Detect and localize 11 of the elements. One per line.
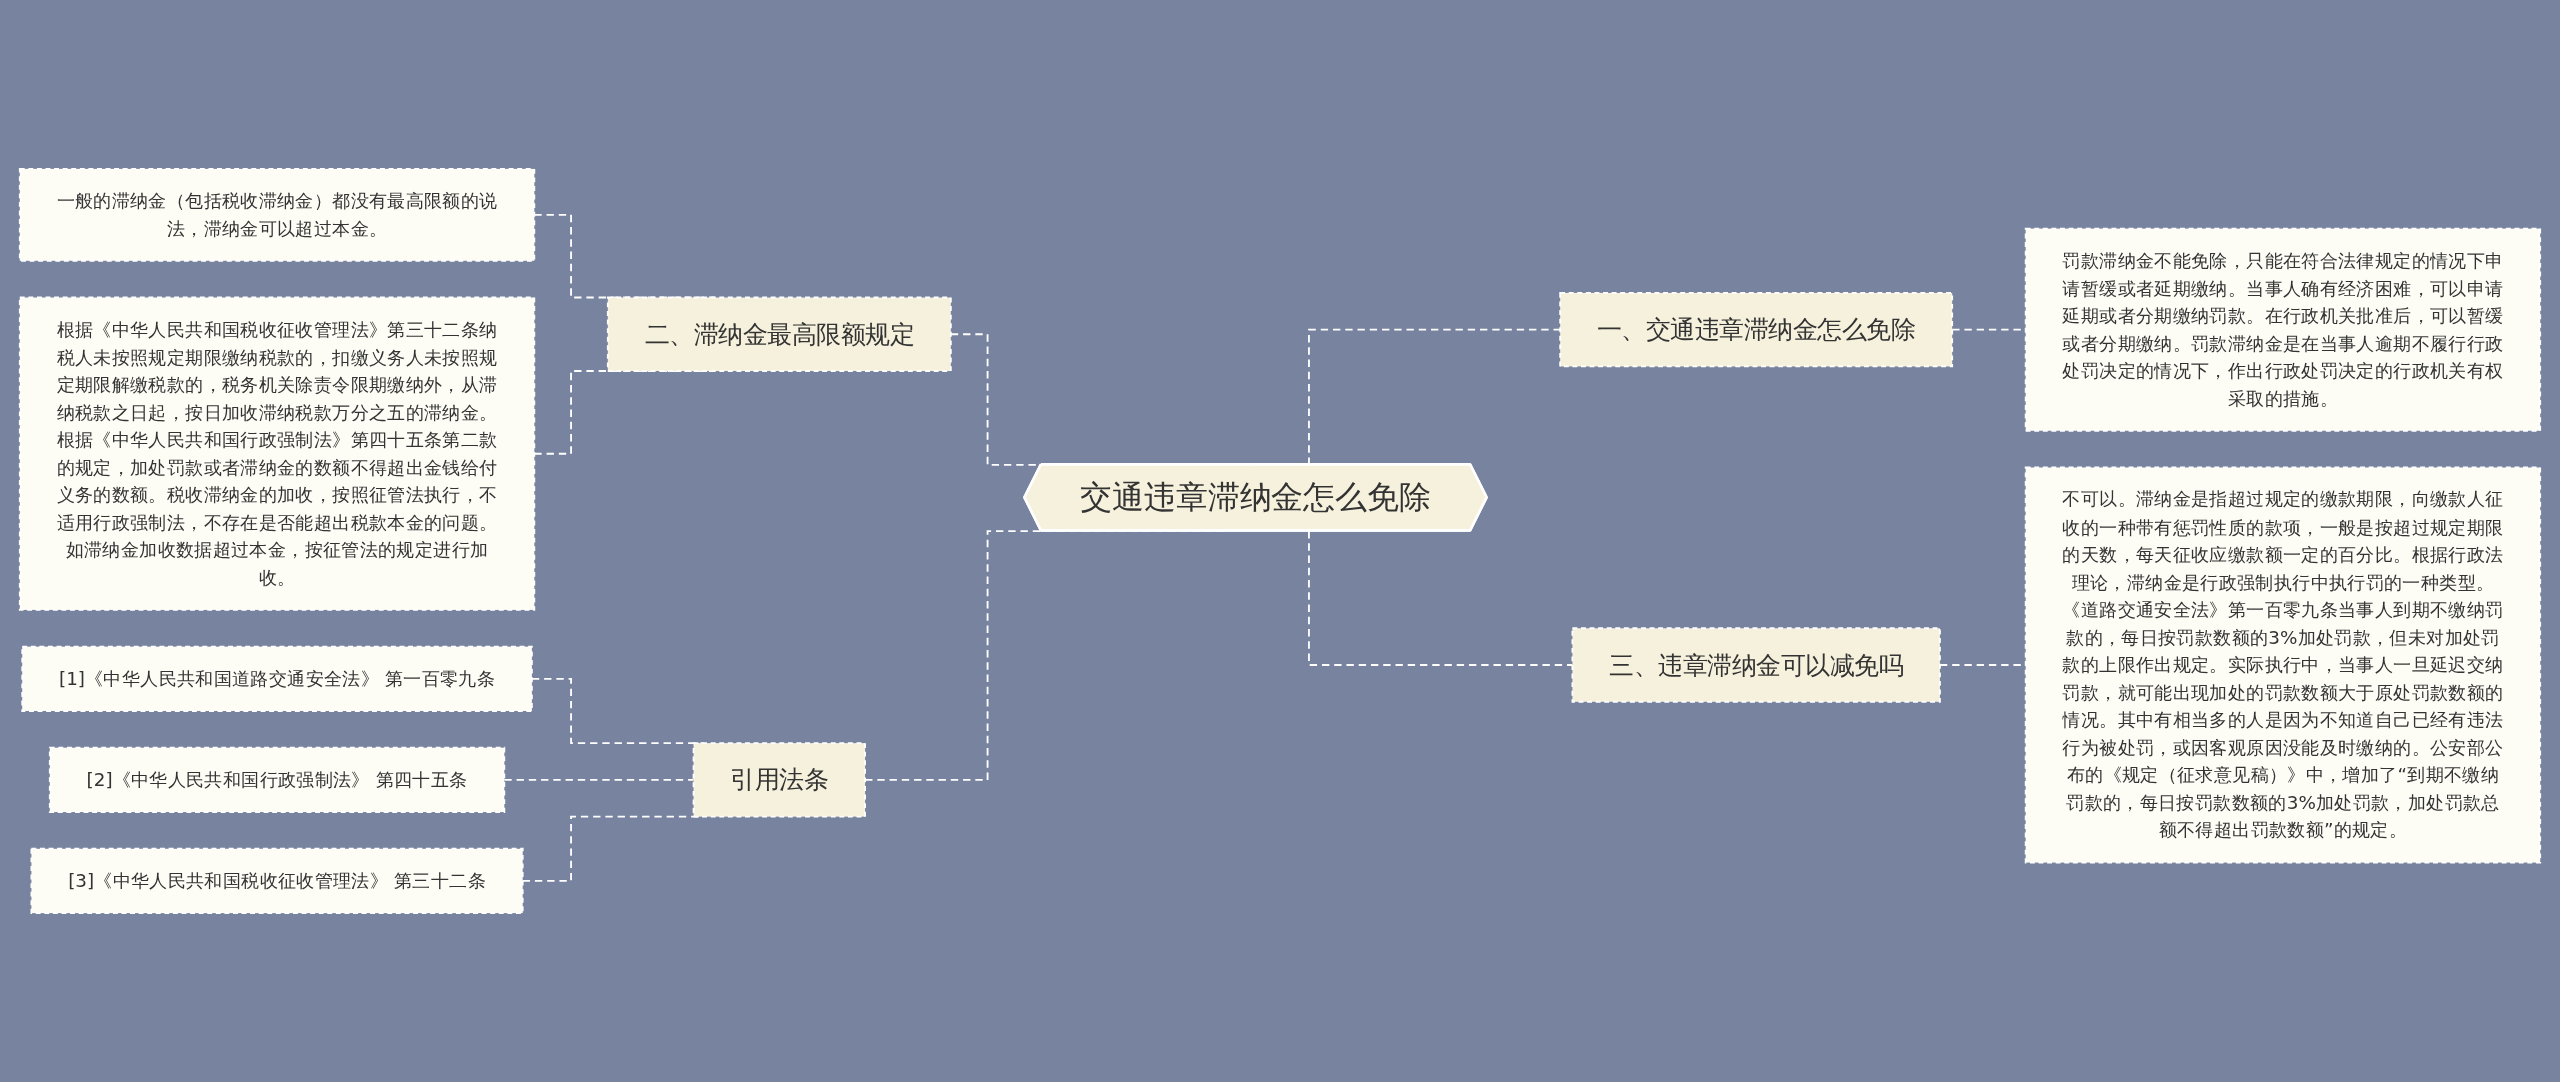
node-box (30, 847, 524, 914)
node-box (1571, 627, 1941, 703)
node-box (21, 645, 533, 712)
node-box (2024, 227, 2542, 432)
node-box (692, 742, 866, 818)
node-box (18, 296, 536, 611)
node-box (18, 168, 536, 262)
node-box (1559, 292, 1954, 368)
node-box (2024, 466, 2542, 864)
node-box (48, 746, 506, 813)
node-box (606, 296, 952, 372)
